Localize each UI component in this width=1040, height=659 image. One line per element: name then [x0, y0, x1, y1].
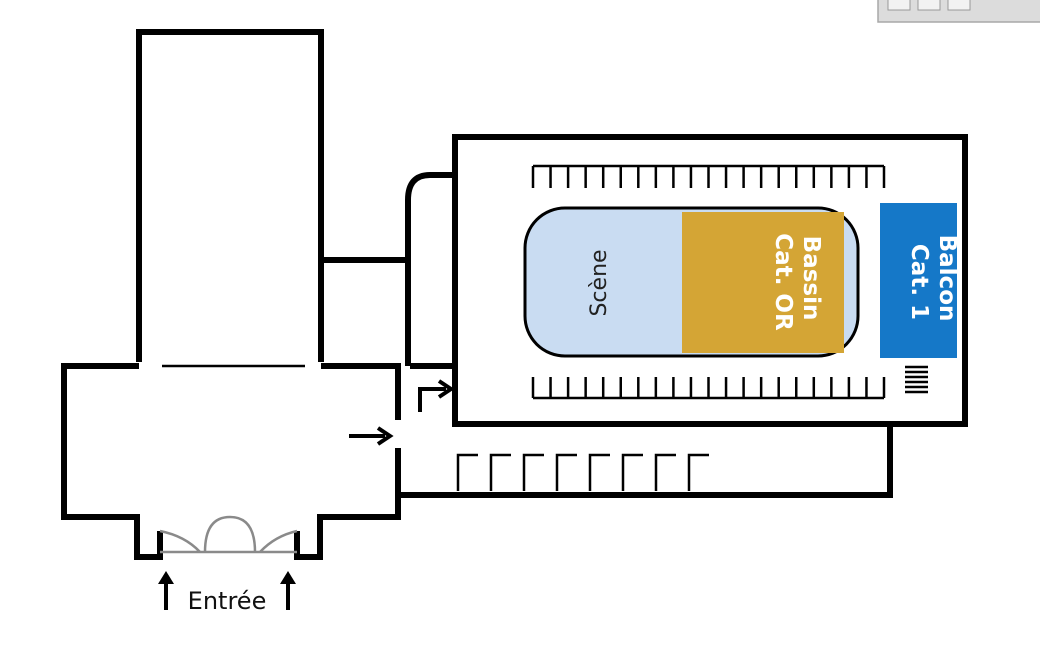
zone-bassin-line-1: Bassin — [798, 236, 824, 321]
wing-seat — [687, 453, 709, 491]
zone-balcon-line-1: Balcon — [934, 235, 960, 322]
arrow-up-icon-left — [158, 571, 174, 610]
arrow-turn-right-icon — [418, 379, 455, 412]
wing-seat — [588, 453, 610, 491]
entrance-doors — [159, 515, 298, 554]
zone-balcon-line-2: Cat. 1 — [906, 244, 932, 320]
wing-seat — [489, 453, 511, 491]
seat-row-bottom — [531, 377, 886, 400]
zone-bassin-line-2: Cat. OR — [770, 233, 796, 331]
entrance-label: Entrée — [188, 587, 267, 615]
arrow-right-icon — [349, 426, 394, 446]
seat-row-wing — [456, 453, 709, 491]
zone-balcon[interactable]: Balcon Cat. 1 — [880, 203, 960, 358]
wing-seat — [621, 453, 643, 491]
arrow-up-icon-right — [280, 571, 296, 610]
stairs-icon — [905, 365, 928, 394]
zone-bassin[interactable]: Bassin Cat. OR — [682, 212, 844, 353]
stage-label: Scène — [587, 249, 612, 316]
concert-hall — [452, 134, 968, 427]
svg-text:Balcon Cat. 1: Balcon Cat. 1 — [906, 235, 960, 330]
window-controls-fragment — [877, 0, 1040, 23]
wing-seat — [522, 453, 544, 491]
wing-seat — [456, 453, 478, 491]
seat-row-top — [531, 164, 886, 188]
svg-text:Bassin Cat. OR: Bassin Cat. OR — [770, 233, 824, 331]
wing-seat — [654, 453, 676, 491]
wing-seat — [555, 453, 577, 491]
